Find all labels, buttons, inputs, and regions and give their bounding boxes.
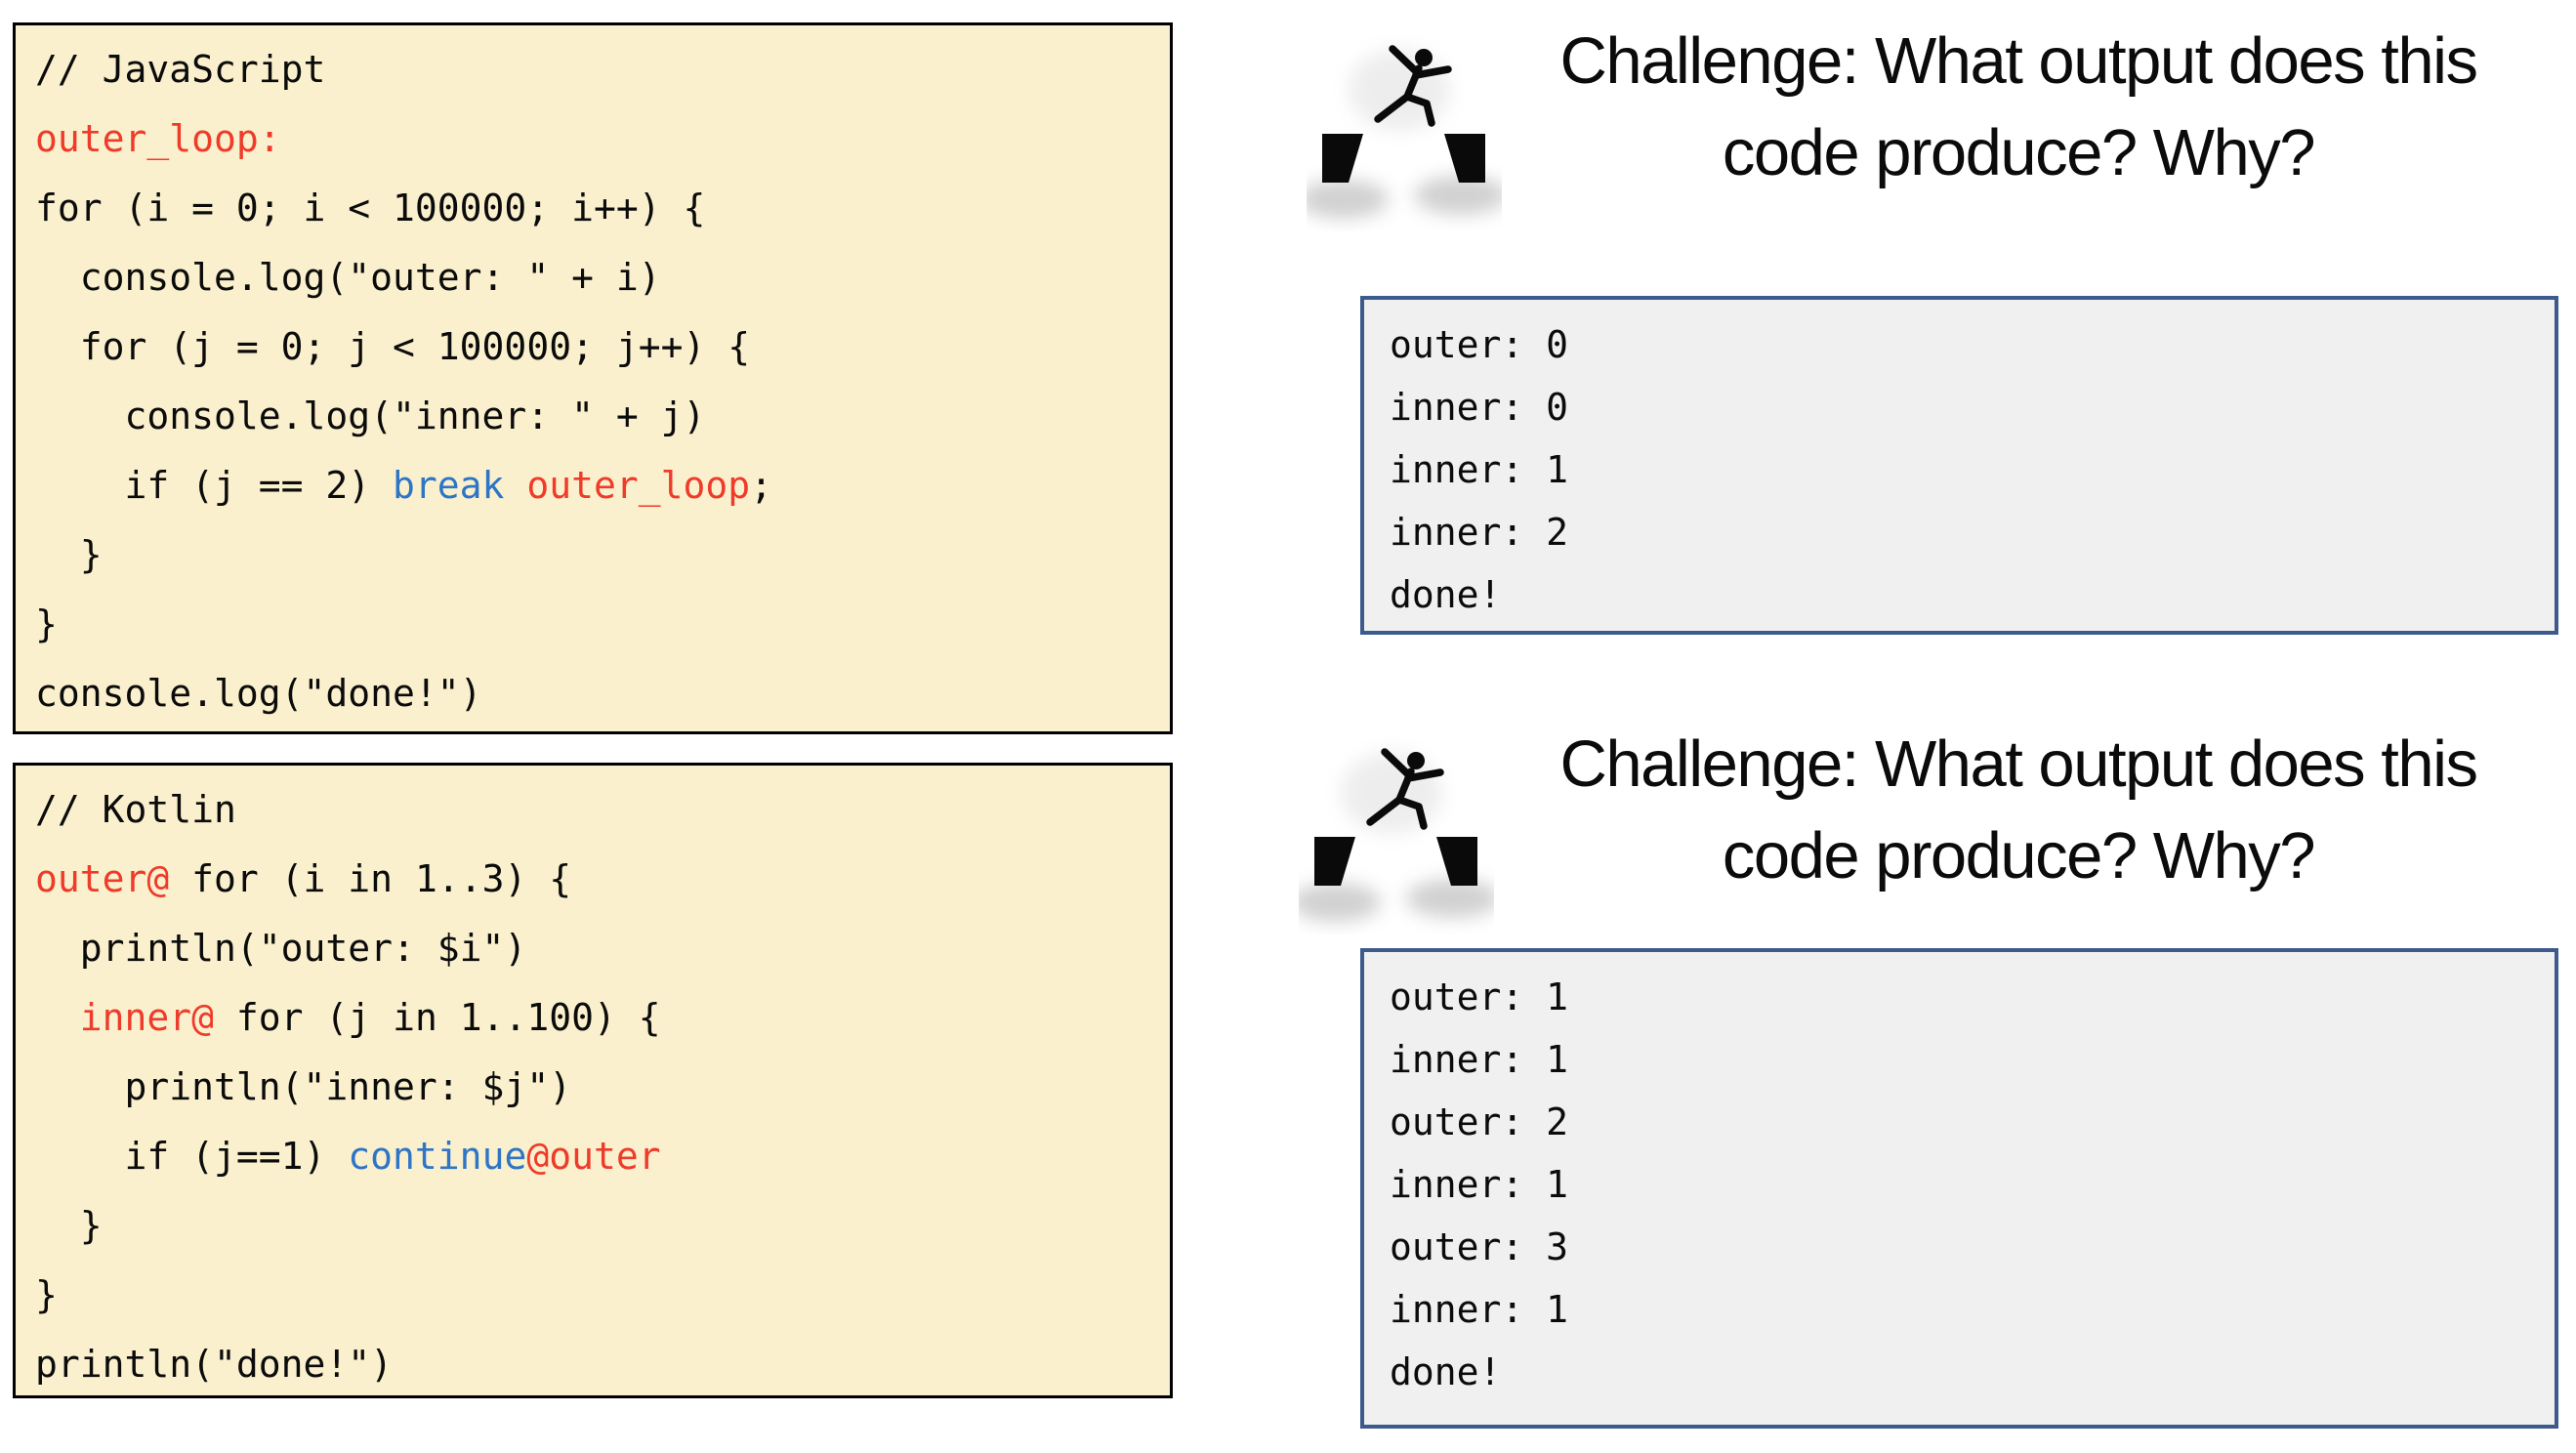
code-line: }	[35, 1191, 1170, 1261]
code-segment-red: outer_loop:	[35, 117, 281, 160]
output-line: inner: 1	[1390, 448, 1569, 491]
code-segment-blue: continue	[348, 1135, 527, 1178]
challenge-1-output-box: outer: 0 inner: 0 inner: 1 inner: 2 done!	[1360, 296, 2558, 635]
code-line: for (j = 0; j < 100000; j++) {	[35, 312, 1170, 382]
challenge-2-title-line2: code produce? Why?	[1722, 819, 2316, 893]
output-line: done!	[1390, 1350, 1502, 1393]
code-segment-plain: ;	[750, 464, 772, 507]
output-line: outer: 1	[1390, 976, 1569, 1018]
code-segment-red: @outer	[526, 1135, 661, 1178]
code-line: for (i = 0; i < 100000; i++) {	[35, 174, 1170, 243]
challenge-2-title-line1: Challenge: What output does this	[1559, 727, 2478, 801]
code-line: // JavaScript	[35, 35, 1170, 104]
code-line: console.log("done!")	[35, 659, 1170, 728]
code-segment-plain: for (j = 0; j < 100000; j++) {	[35, 325, 751, 368]
javascript-code-block: // JavaScript outer_loop:for (i = 0; i < …	[13, 22, 1173, 734]
output-line: inner: 2	[1390, 511, 1569, 554]
code-segment-plain: }	[35, 602, 58, 645]
code-segment-plain	[35, 996, 80, 1039]
code-segment-plain: for (i in 1..3) {	[169, 857, 572, 900]
code-line: console.log("inner: " + j)	[35, 382, 1170, 451]
code-line: console.log("outer: " + i)	[35, 243, 1170, 312]
code-line: if (j==1) continue@outer	[35, 1122, 1170, 1191]
code-segment-plain: // JavaScript	[35, 48, 326, 91]
left-block-shape	[1314, 837, 1355, 886]
output-line: inner: 1	[1390, 1038, 1569, 1081]
kotlin-code-block: // Kotlin outer@ for (i in 1..3) { printl…	[13, 763, 1173, 1398]
code-segment-plain: println("inner: $j")	[35, 1065, 572, 1108]
code-line: outer_loop:	[35, 104, 1170, 174]
code-segment-plain: console.log("done!")	[35, 672, 482, 715]
right-block-shape	[1444, 134, 1485, 183]
challenge-1-title-line2: code produce? Why?	[1722, 116, 2316, 189]
output-line: outer: 0	[1390, 323, 1569, 366]
challenge-1-title-line1: Challenge: What output does this	[1559, 24, 2478, 98]
challenge-2-title: Challenge: What output does this code pr…	[1457, 719, 2576, 902]
output-line: inner: 1	[1390, 1288, 1569, 1331]
right-block-shape	[1436, 837, 1477, 886]
left-block-shape	[1322, 134, 1363, 183]
code-line: println("outer: $i")	[35, 914, 1170, 983]
code-segment-plain: for (i = 0; i < 100000; i++) {	[35, 187, 706, 229]
output-line: done!	[1390, 573, 1502, 616]
stick-figure	[1366, 748, 1444, 830]
output-line: outer: 3	[1390, 1225, 1569, 1268]
code-line: }	[35, 590, 1170, 659]
code-line: }	[35, 1261, 1170, 1330]
code-segment-plain: println("outer: $i")	[35, 927, 527, 970]
code-segment-plain: // Kotlin	[35, 788, 236, 831]
output-line: inner: 1	[1390, 1163, 1569, 1206]
code-segment-plain: for (j in 1..100) {	[214, 996, 661, 1039]
jumping-person-icon	[1307, 45, 1502, 219]
code-segment-red: outer@	[35, 857, 170, 900]
code-line: inner@ for (j in 1..100) {	[35, 983, 1170, 1053]
code-segment-plain: println("done!")	[35, 1343, 394, 1386]
code-line: outer@ for (i in 1..3) {	[35, 845, 1170, 914]
output-line: inner: 0	[1390, 386, 1569, 429]
code-segment-plain	[504, 464, 526, 507]
code-segment-plain: }	[35, 533, 103, 576]
code-segment-plain: if (j == 2)	[35, 464, 394, 507]
code-segment-plain: }	[35, 1273, 58, 1316]
code-segment-red: outer_loop	[526, 464, 751, 507]
stick-figure	[1374, 45, 1452, 127]
code-segment-plain: console.log("inner: " + j)	[35, 394, 706, 437]
jumping-person-icon	[1299, 748, 1494, 922]
output-line: outer: 2	[1390, 1100, 1569, 1143]
code-segment-red: inner@	[79, 996, 215, 1039]
code-line: // Kotlin	[35, 775, 1170, 845]
code-line: }	[35, 520, 1170, 590]
code-segment-plain: if (j==1)	[35, 1135, 349, 1178]
code-line: println("inner: $j")	[35, 1053, 1170, 1122]
code-line: println("done!")	[35, 1330, 1170, 1395]
code-line: if (j == 2) break outer_loop;	[35, 451, 1170, 520]
code-segment-plain: console.log("outer: " + i)	[35, 256, 661, 299]
challenge-2-output-box: outer: 1 inner: 1 outer: 2 inner: 1 outer: 3…	[1360, 948, 2558, 1429]
code-segment-plain: }	[35, 1204, 103, 1247]
code-segment-blue: break	[393, 464, 505, 507]
challenge-1-title: Challenge: What output does this code pr…	[1457, 16, 2576, 199]
